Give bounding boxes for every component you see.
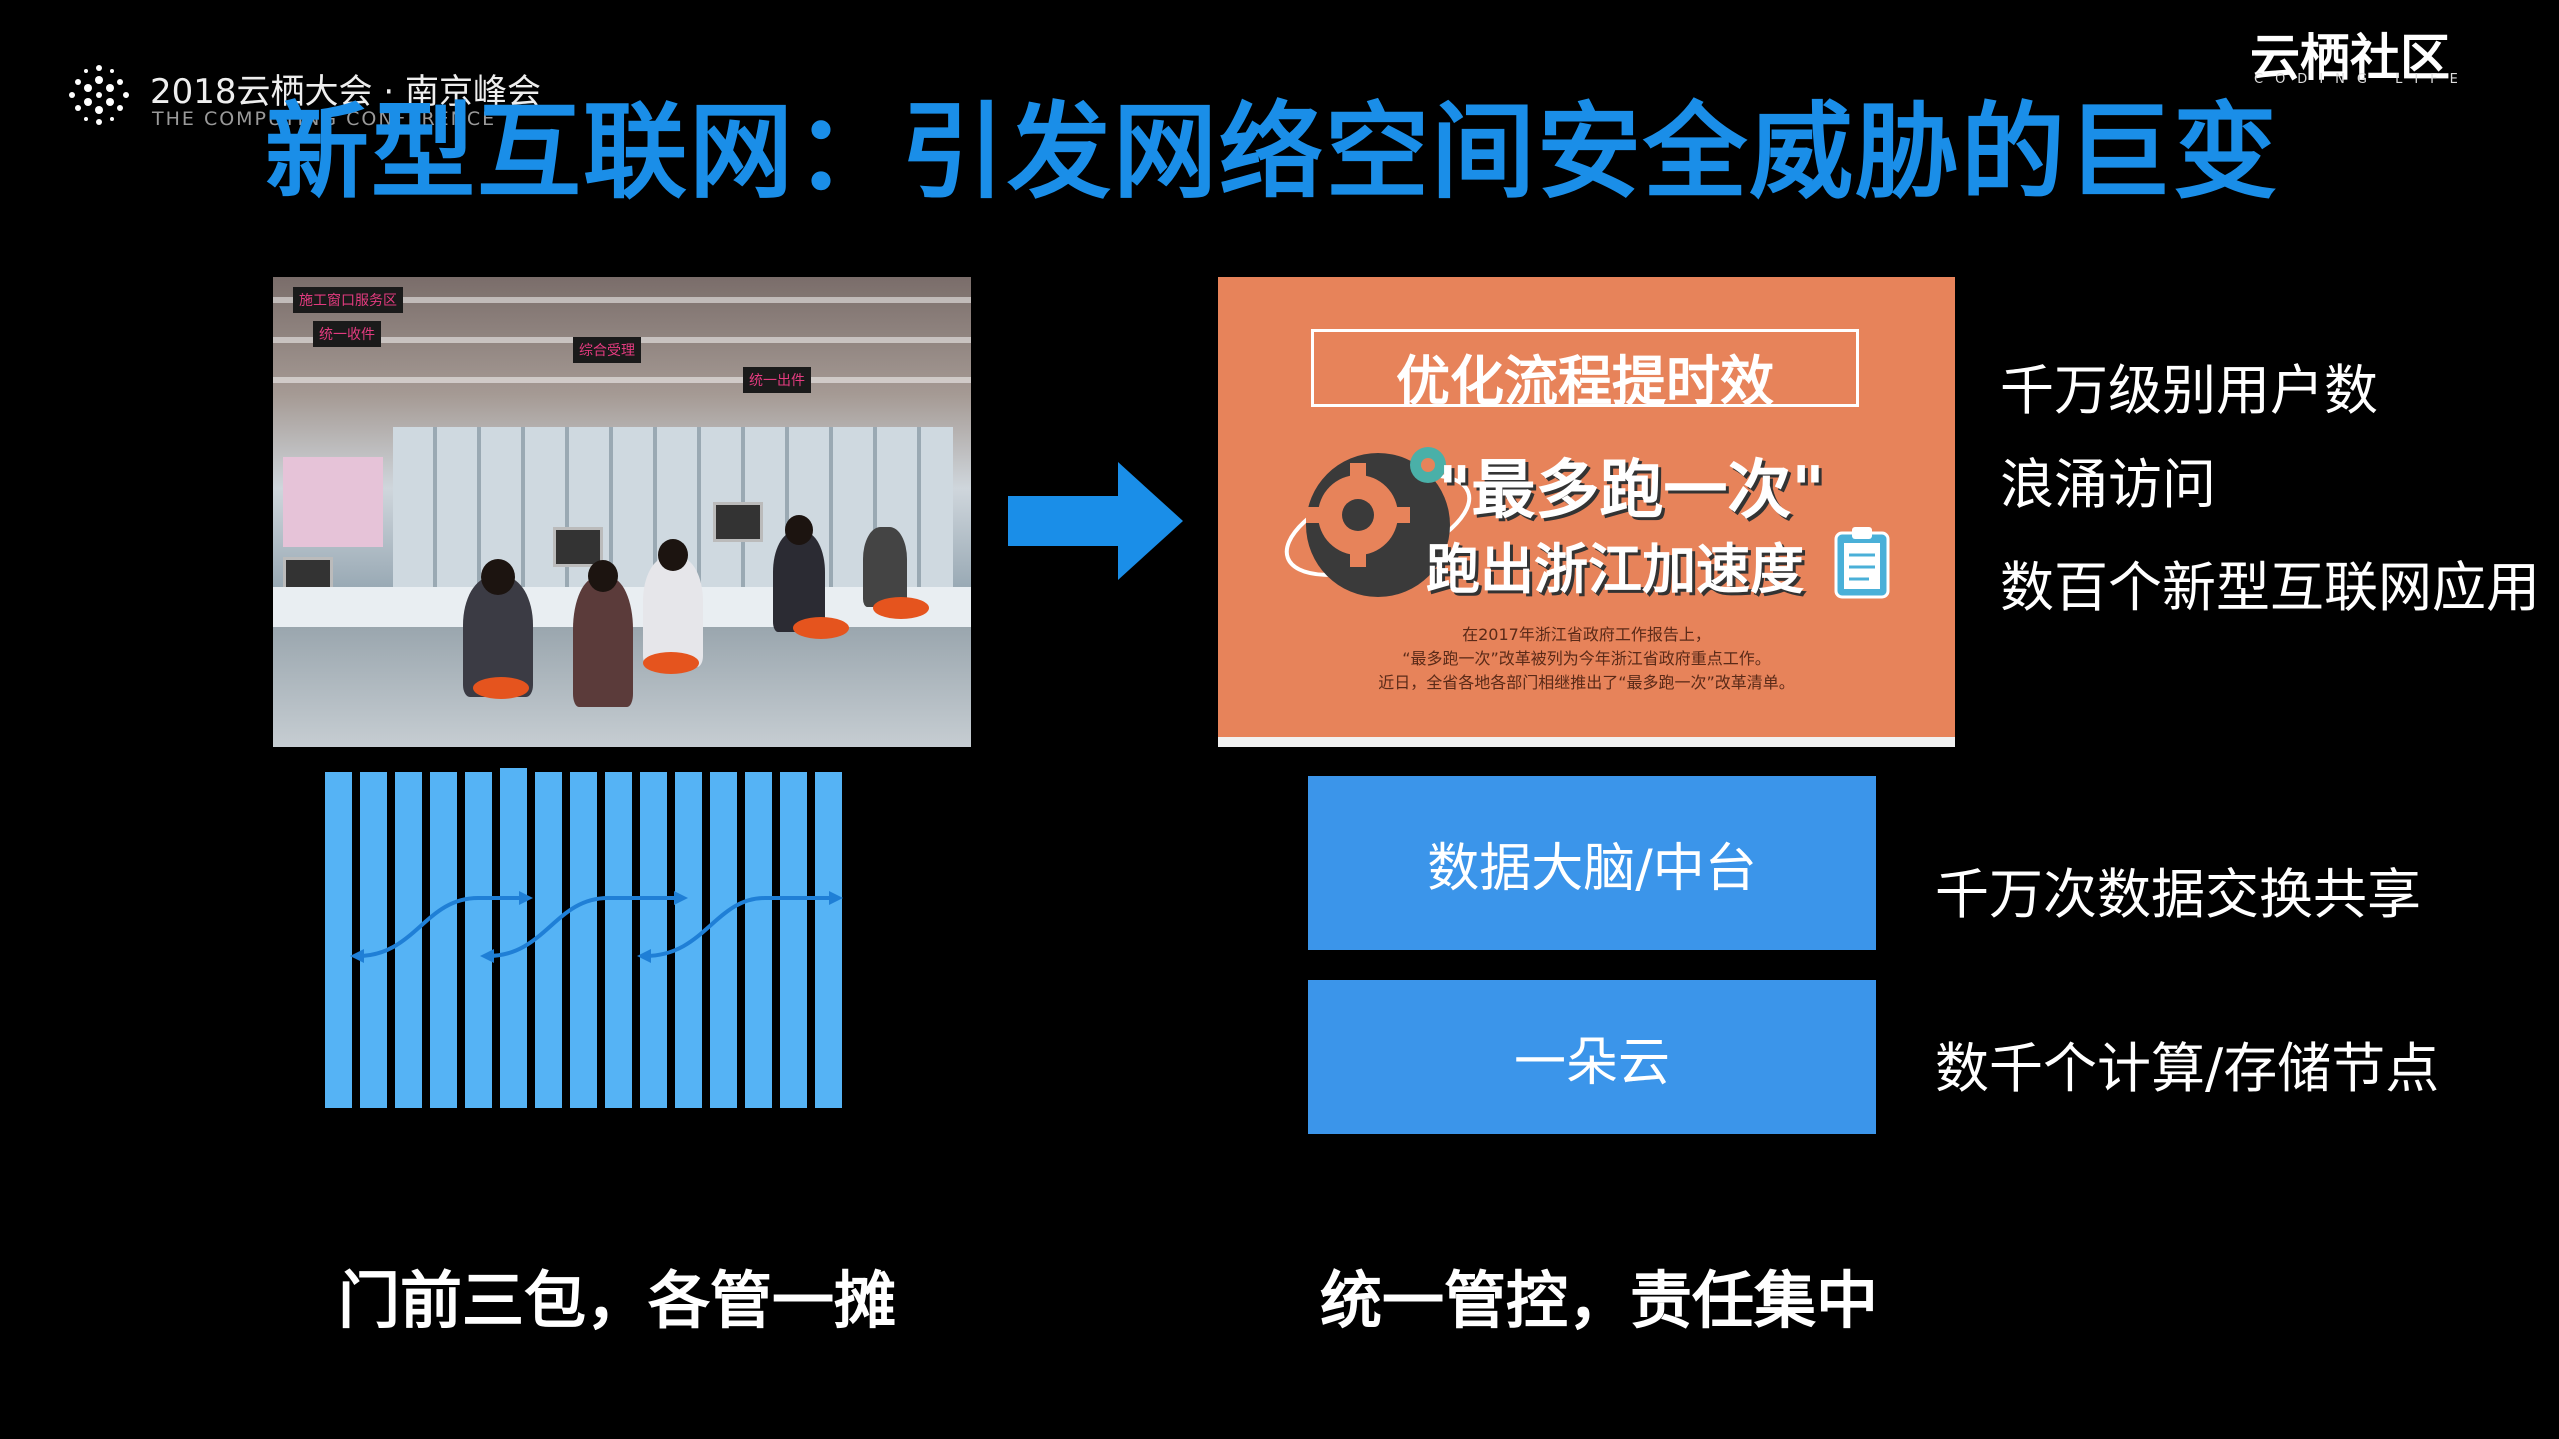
clipboard-icon [1834, 527, 1890, 599]
photo-sign: 施工窗口服务区 [293, 287, 403, 313]
cloud-box: 一朵云 [1308, 980, 1876, 1134]
poster-subheadline: 跑出浙江加速度 [1426, 538, 1804, 601]
poster-body-line: 近日，全省各地各部门相继推出了“最多跑一次”改革清单。 [1378, 673, 1795, 692]
poster-body-line: “最多跑一次”改革被列为今年浙江省政府重点工作。 [1402, 649, 1771, 668]
data-brain-label: 数据大脑/中台 [1427, 838, 1757, 899]
reform-poster: 优化流程提时效 "最多跑一次" 跑出浙江加速度 在2017年浙江省政府工作报告上… [1218, 277, 1955, 747]
poster-body-line: 在2017年浙江省政府工作报告上， [1462, 625, 1711, 644]
gear-icon [1284, 447, 1472, 597]
photo-sign: 统一出件 [743, 367, 811, 393]
poster-headline: 优化流程提时效 [1396, 350, 1774, 413]
slide-title: 新型互联网：引发网络空间安全威胁的巨变 [265, 91, 2280, 213]
cloud-label: 一朵云 [1513, 1032, 1670, 1093]
conference-subtitle: THE COMPUTING CONFERENCE [152, 108, 497, 130]
right-arrow-icon [1008, 462, 1183, 580]
brand-tagline: CODING LIFE [2254, 72, 2470, 87]
right-caption: 统一管控，责任集中 [1320, 1264, 1879, 1337]
poster-headline-frame [1311, 329, 1859, 407]
conference-logo-icon [69, 65, 129, 125]
service-hall-photo: 施工窗口服务区 统一收件 综合受理 统一出件 [273, 277, 971, 747]
conference-title: 2018云栖大会 · 南京峰会 [150, 72, 541, 112]
silo-bars [325, 768, 842, 1108]
fragmented-silos-diagram [325, 768, 843, 1108]
data-exchange-note: 千万次数据交换共享 [1935, 863, 2421, 926]
stat-apps: 数百个新型互联网应用 [2000, 556, 2540, 619]
stat-users: 千万级别用户数 [2000, 359, 2378, 422]
photo-sign: 统一收件 [313, 321, 381, 347]
photo-sign: 综合受理 [573, 337, 641, 363]
poster-slogan: "最多跑一次" [1438, 454, 1825, 528]
data-brain-box: 数据大脑/中台 [1308, 776, 1876, 950]
stat-surge: 浪涌访问 [2000, 453, 2216, 516]
brand-logo: 云栖社区 [2250, 29, 2450, 87]
left-caption: 门前三包，各管一摊 [338, 1264, 897, 1337]
compute-nodes-note: 数千个计算/存储节点 [1935, 1037, 2440, 1100]
